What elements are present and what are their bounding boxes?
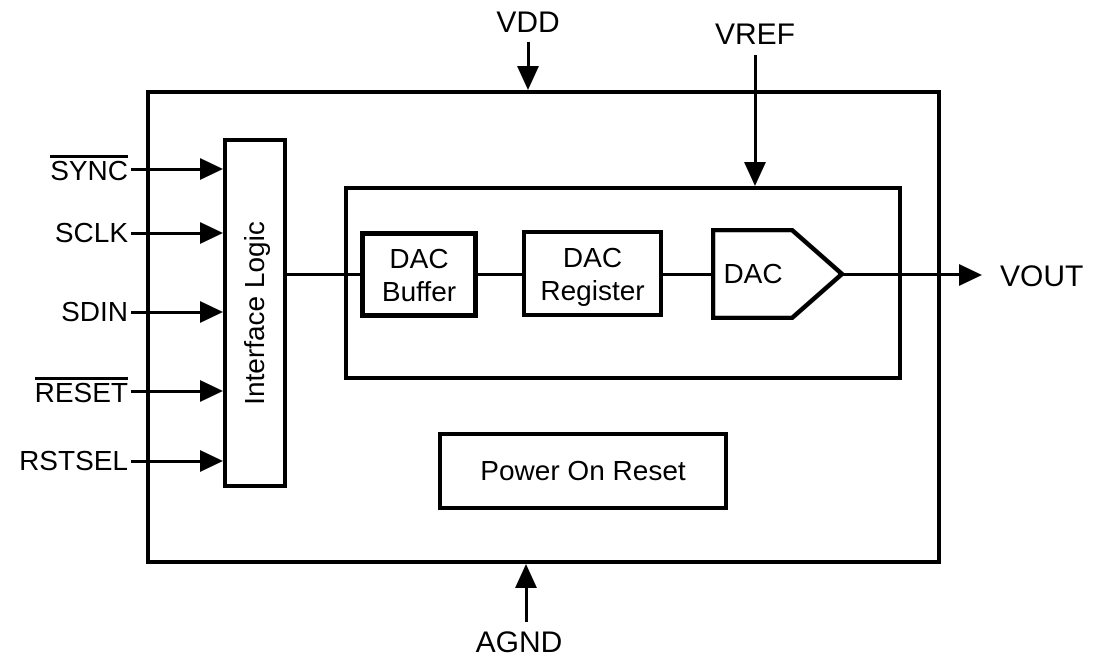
pin-label-agnd: AGND bbox=[475, 626, 563, 659]
rstsel-arrowhead bbox=[200, 450, 223, 472]
vdd-arrowhead bbox=[517, 66, 539, 90]
pin-label-vref: VREF bbox=[714, 18, 795, 51]
pin-label-rstsel: RSTSEL bbox=[19, 445, 128, 476]
vdd-wire bbox=[527, 42, 530, 68]
rstsel-wire bbox=[131, 460, 204, 463]
pin-label-reset: RESET bbox=[0, 377, 128, 408]
pin-label-sdin: SDIN bbox=[61, 296, 128, 327]
dac-label: DAC bbox=[723, 258, 783, 289]
reset-overline-text: RESET bbox=[34, 377, 128, 408]
sync-wire bbox=[131, 168, 204, 171]
pin-label-sclk: SCLK bbox=[54, 217, 128, 248]
register-to-dac-wire bbox=[660, 273, 715, 276]
pin-label-vout: VOUT bbox=[1000, 260, 1084, 293]
interface-logic-block: Interface Logic bbox=[223, 138, 287, 488]
vref-wire bbox=[754, 55, 757, 165]
dac-buffer-block: DAC Buffer bbox=[360, 231, 478, 318]
sdin-wire bbox=[131, 311, 204, 314]
reset-wire bbox=[131, 390, 204, 393]
vout-arrowhead bbox=[959, 264, 982, 286]
interface-to-buffer-wire bbox=[285, 273, 362, 276]
dac-block bbox=[710, 227, 846, 321]
chip-boundary-box bbox=[146, 90, 941, 564]
power-on-reset-label: Power On Reset bbox=[480, 455, 686, 486]
sclk-wire bbox=[131, 232, 204, 235]
sync-overline-text: SYNC bbox=[50, 155, 128, 186]
dac-buffer-label: DAC Buffer bbox=[381, 242, 457, 307]
dac-register-label: DAC Register bbox=[540, 241, 645, 306]
dac-register-block: DAC Register bbox=[522, 230, 663, 317]
reset-arrowhead bbox=[200, 380, 223, 402]
pin-label-sync: SYNC bbox=[0, 155, 128, 186]
sclk-arrowhead bbox=[200, 222, 223, 244]
buffer-to-register-wire bbox=[474, 273, 524, 276]
agnd-wire bbox=[525, 586, 528, 622]
dac-core-box bbox=[344, 186, 902, 380]
agnd-arrowhead bbox=[515, 564, 537, 588]
dac-to-vout-wire bbox=[838, 273, 960, 276]
dac-pentagon-shape bbox=[710, 227, 846, 321]
sync-arrowhead bbox=[200, 158, 223, 180]
power-on-reset-block: Power On Reset bbox=[438, 432, 728, 510]
pin-label-vdd: VDD bbox=[496, 6, 560, 39]
sdin-arrowhead bbox=[200, 301, 223, 323]
vref-arrowhead bbox=[744, 162, 766, 186]
interface-logic-label: Interface Logic bbox=[239, 221, 271, 405]
